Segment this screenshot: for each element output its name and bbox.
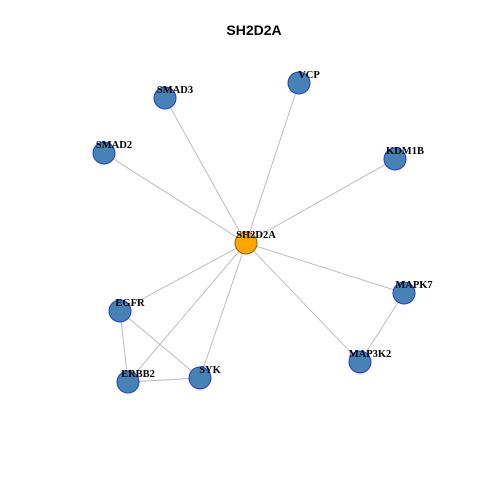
edge-egfr-syk bbox=[119, 310, 201, 379]
node-mapk7 bbox=[392, 281, 416, 305]
node-erbb2 bbox=[116, 370, 140, 394]
nodes-layer bbox=[92, 71, 416, 394]
node-label-syk: SYK bbox=[199, 365, 221, 376]
edge-sh2d2a-kdm1b bbox=[245, 158, 396, 244]
edge-sh2d2a-mapk7 bbox=[245, 242, 405, 294]
edge-sh2d2a-smad2 bbox=[103, 152, 247, 244]
node-label-kdm1b: KDM1B bbox=[386, 146, 424, 157]
edge-mapk7-map3k2 bbox=[359, 292, 405, 363]
edge-sh2d2a-erbb2 bbox=[127, 242, 247, 383]
edge-sh2d2a-vcp bbox=[245, 82, 300, 244]
edge-sh2d2a-map3k2 bbox=[245, 242, 361, 363]
node-egfr bbox=[108, 299, 132, 323]
edge-sh2d2a-syk bbox=[199, 242, 247, 379]
node-syk bbox=[188, 366, 212, 390]
node-label-mapk7: MAPK7 bbox=[395, 280, 432, 291]
node-label-map3k2: MAP3K2 bbox=[349, 349, 392, 360]
node-label-egfr: EGFR bbox=[115, 298, 145, 309]
node-smad3 bbox=[153, 86, 177, 110]
node-kdm1b bbox=[383, 147, 407, 171]
node-smad2 bbox=[92, 141, 116, 165]
node-label-erbb2: ERBB2 bbox=[121, 369, 155, 380]
node-map3k2 bbox=[348, 350, 372, 374]
edge-sh2d2a-egfr bbox=[119, 242, 247, 312]
node-label-smad2: SMAD2 bbox=[96, 140, 132, 151]
edge-sh2d2a-smad3 bbox=[164, 97, 247, 244]
diagram-title: SH2D2A bbox=[226, 22, 281, 38]
node-vcp bbox=[287, 71, 311, 95]
node-sh2d2a bbox=[234, 231, 258, 255]
edges-layer bbox=[103, 82, 405, 383]
edge-erbb2-syk bbox=[127, 377, 201, 383]
node-label-smad3: SMAD3 bbox=[157, 85, 193, 96]
node-label-vcp: VCP bbox=[298, 70, 320, 81]
node-label-sh2d2a: SH2D2A bbox=[236, 230, 276, 241]
edge-egfr-erbb2 bbox=[119, 310, 129, 383]
